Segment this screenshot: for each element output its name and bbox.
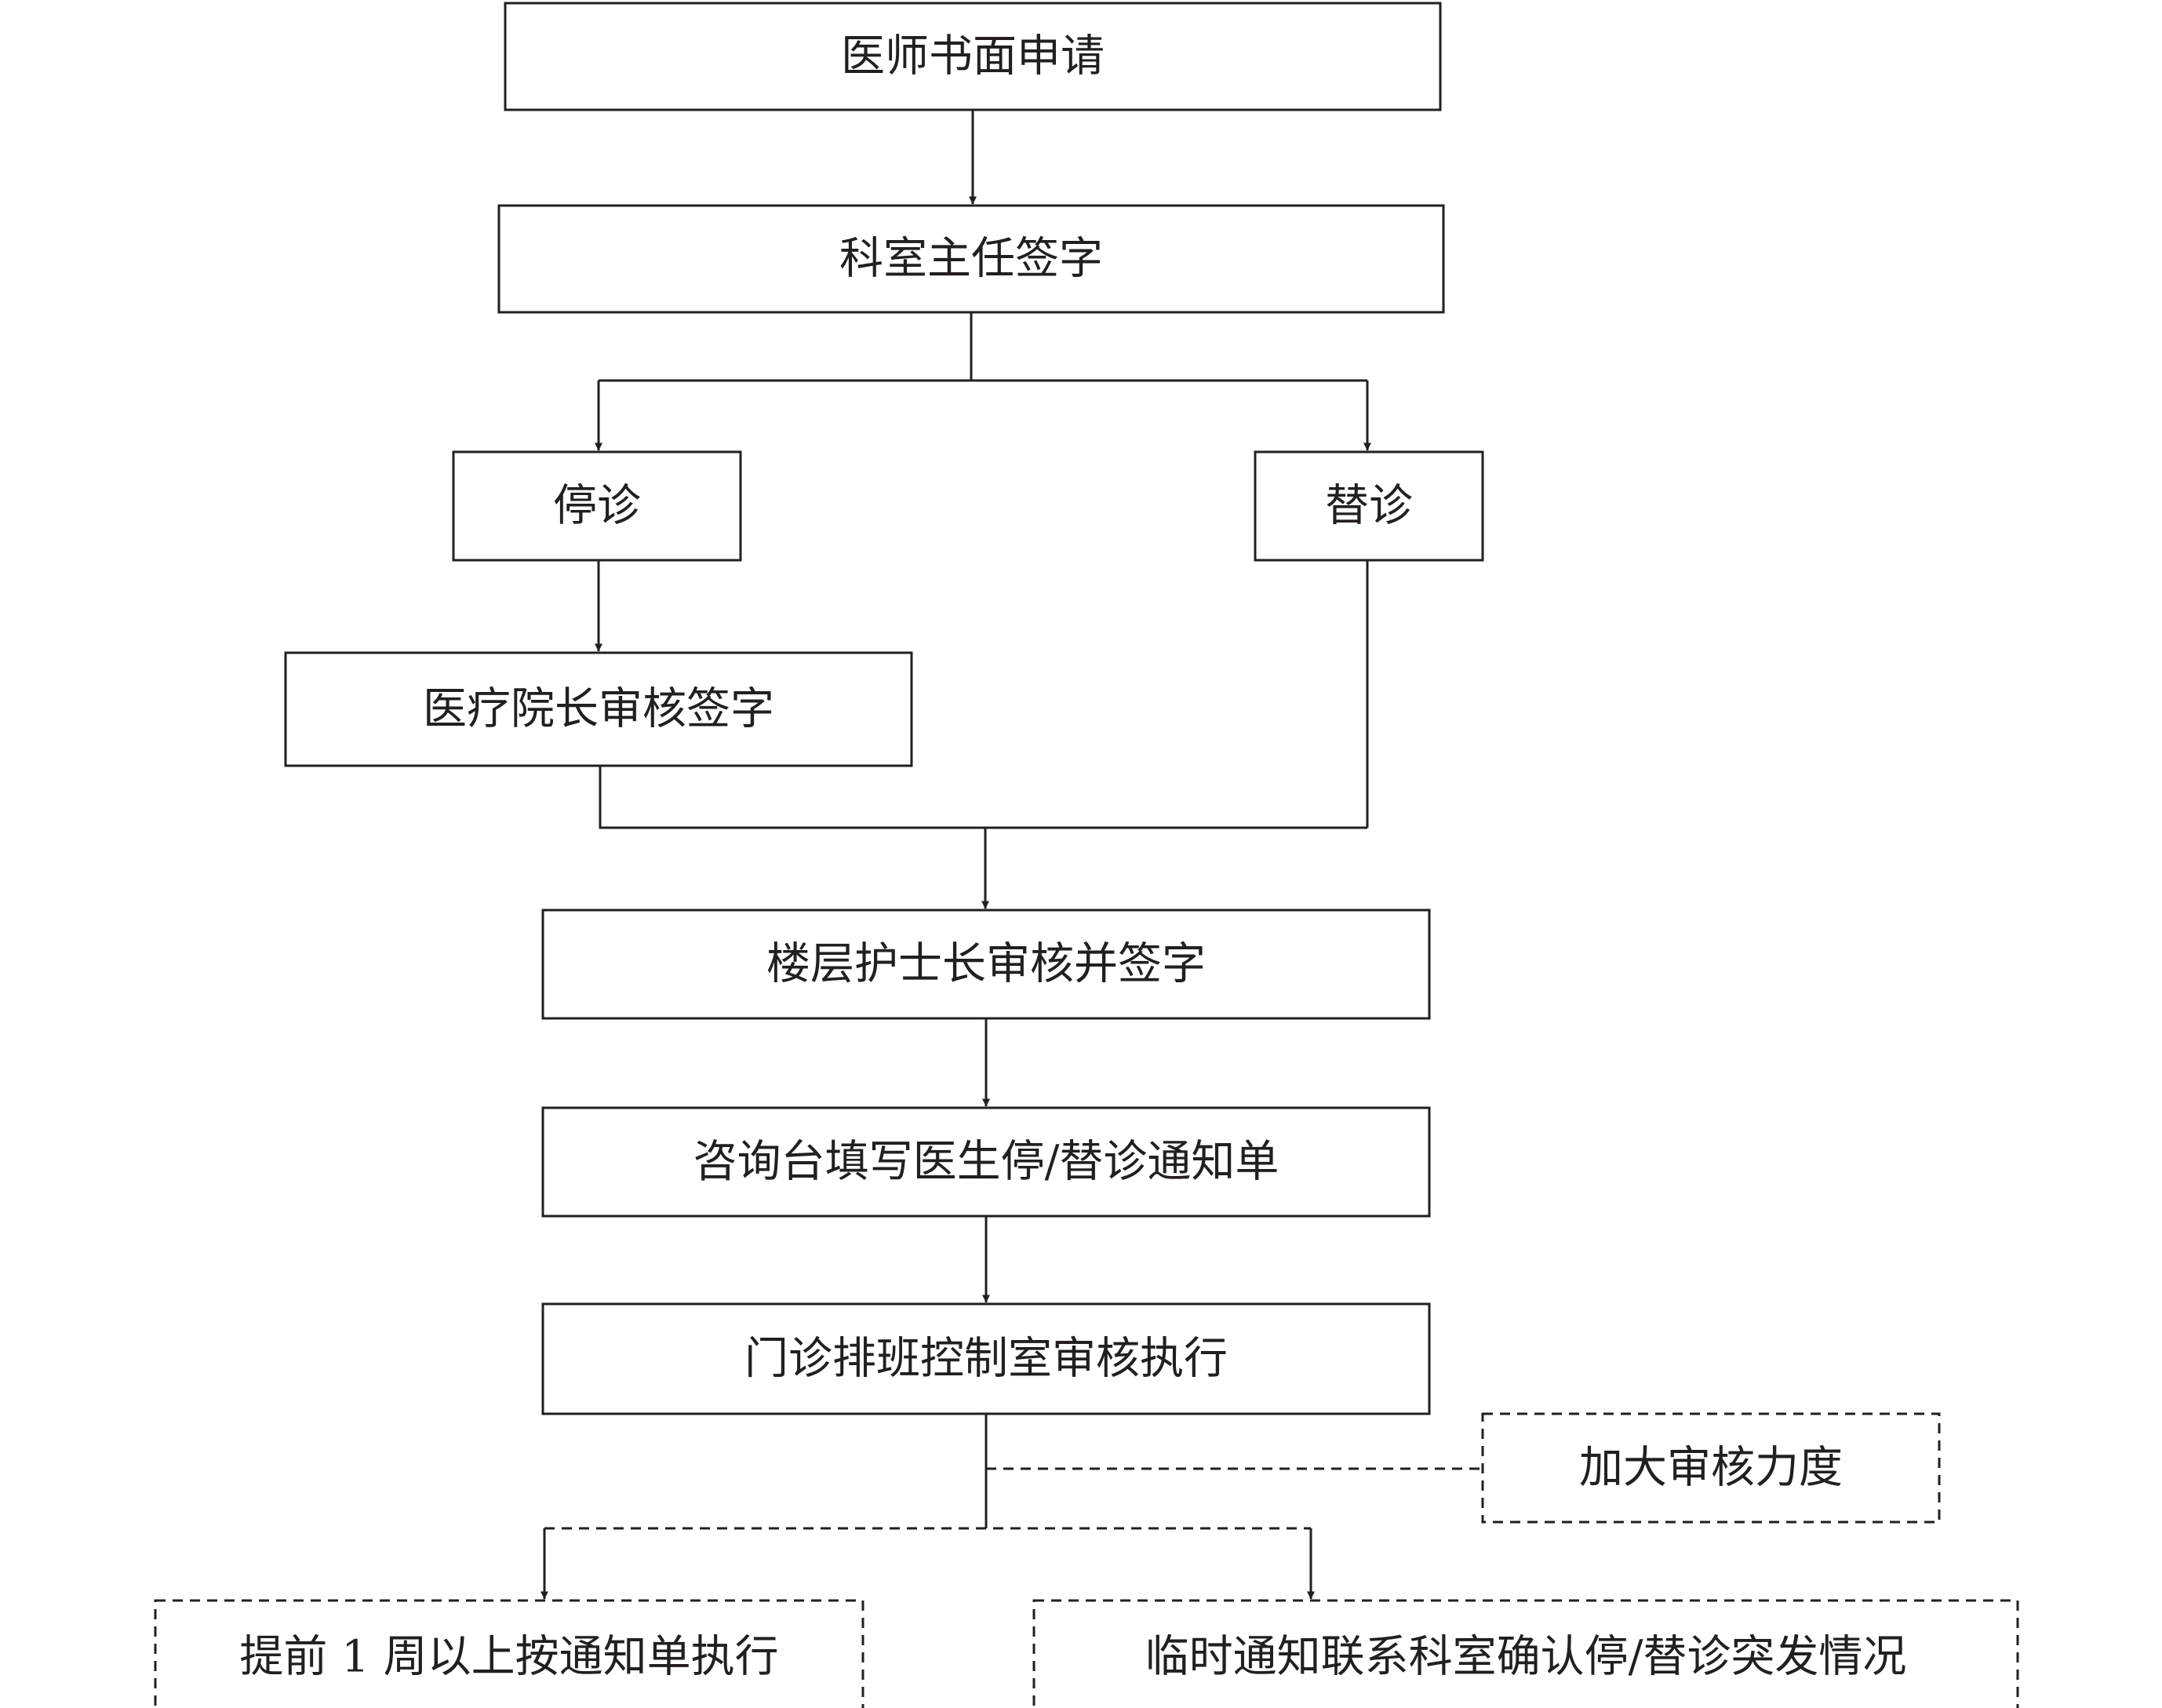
- node-director-signature: 科室主任签字: [497, 204, 1445, 314]
- branch-line-director: [599, 312, 1367, 382]
- node-temporary-notice-label: 临时通知联系科室确认停/替诊突发情况: [1145, 1632, 1907, 1683]
- node-head-nurse-review-label: 楼层护士长审核并签字: [766, 939, 1206, 990]
- node-scheduling-room-execute: 门诊排班控制室审核执行: [541, 1302, 1431, 1415]
- node-one-week-ahead-label: 提前 1 周以上按通知单执行: [239, 1632, 778, 1683]
- node-director-signature-label: 科室主任签字: [839, 234, 1103, 285]
- node-one-week-ahead: 提前 1 周以上按通知单执行: [154, 1599, 864, 1708]
- node-strengthen-review: 加大审核力度: [1481, 1412, 1941, 1524]
- node-consultation-desk-notice: 咨询台填写医生停/替诊通知单: [541, 1106, 1431, 1218]
- node-medical-dean-review-label: 医疗院长审核签字: [423, 684, 774, 735]
- merge-line-to-nurse: [599, 560, 1369, 829]
- node-suspend-clinic-label: 停诊: [553, 481, 641, 532]
- node-suspend-clinic: 停诊: [452, 450, 742, 562]
- node-medical-dean-review: 医疗院长审核签字: [284, 651, 913, 767]
- node-substitute-clinic-label: 替诊: [1325, 481, 1413, 532]
- node-head-nurse-review: 楼层护士长审核并签字: [541, 909, 1431, 1020]
- node-strengthen-review-label: 加大审核力度: [1579, 1443, 1843, 1494]
- node-doctor-application: 医师书面申请: [504, 2, 1442, 111]
- node-consultation-desk-notice-label: 咨询台填写医生停/替诊通知单: [693, 1137, 1279, 1188]
- node-temporary-notice: 临时通知联系科室确认停/替诊突发情况: [1032, 1599, 2019, 1708]
- node-doctor-application-label: 医师书面申请: [841, 31, 1105, 82]
- node-substitute-clinic: 替诊: [1254, 450, 1484, 562]
- node-scheduling-room-execute-label: 门诊排班控制室审核执行: [744, 1334, 1228, 1385]
